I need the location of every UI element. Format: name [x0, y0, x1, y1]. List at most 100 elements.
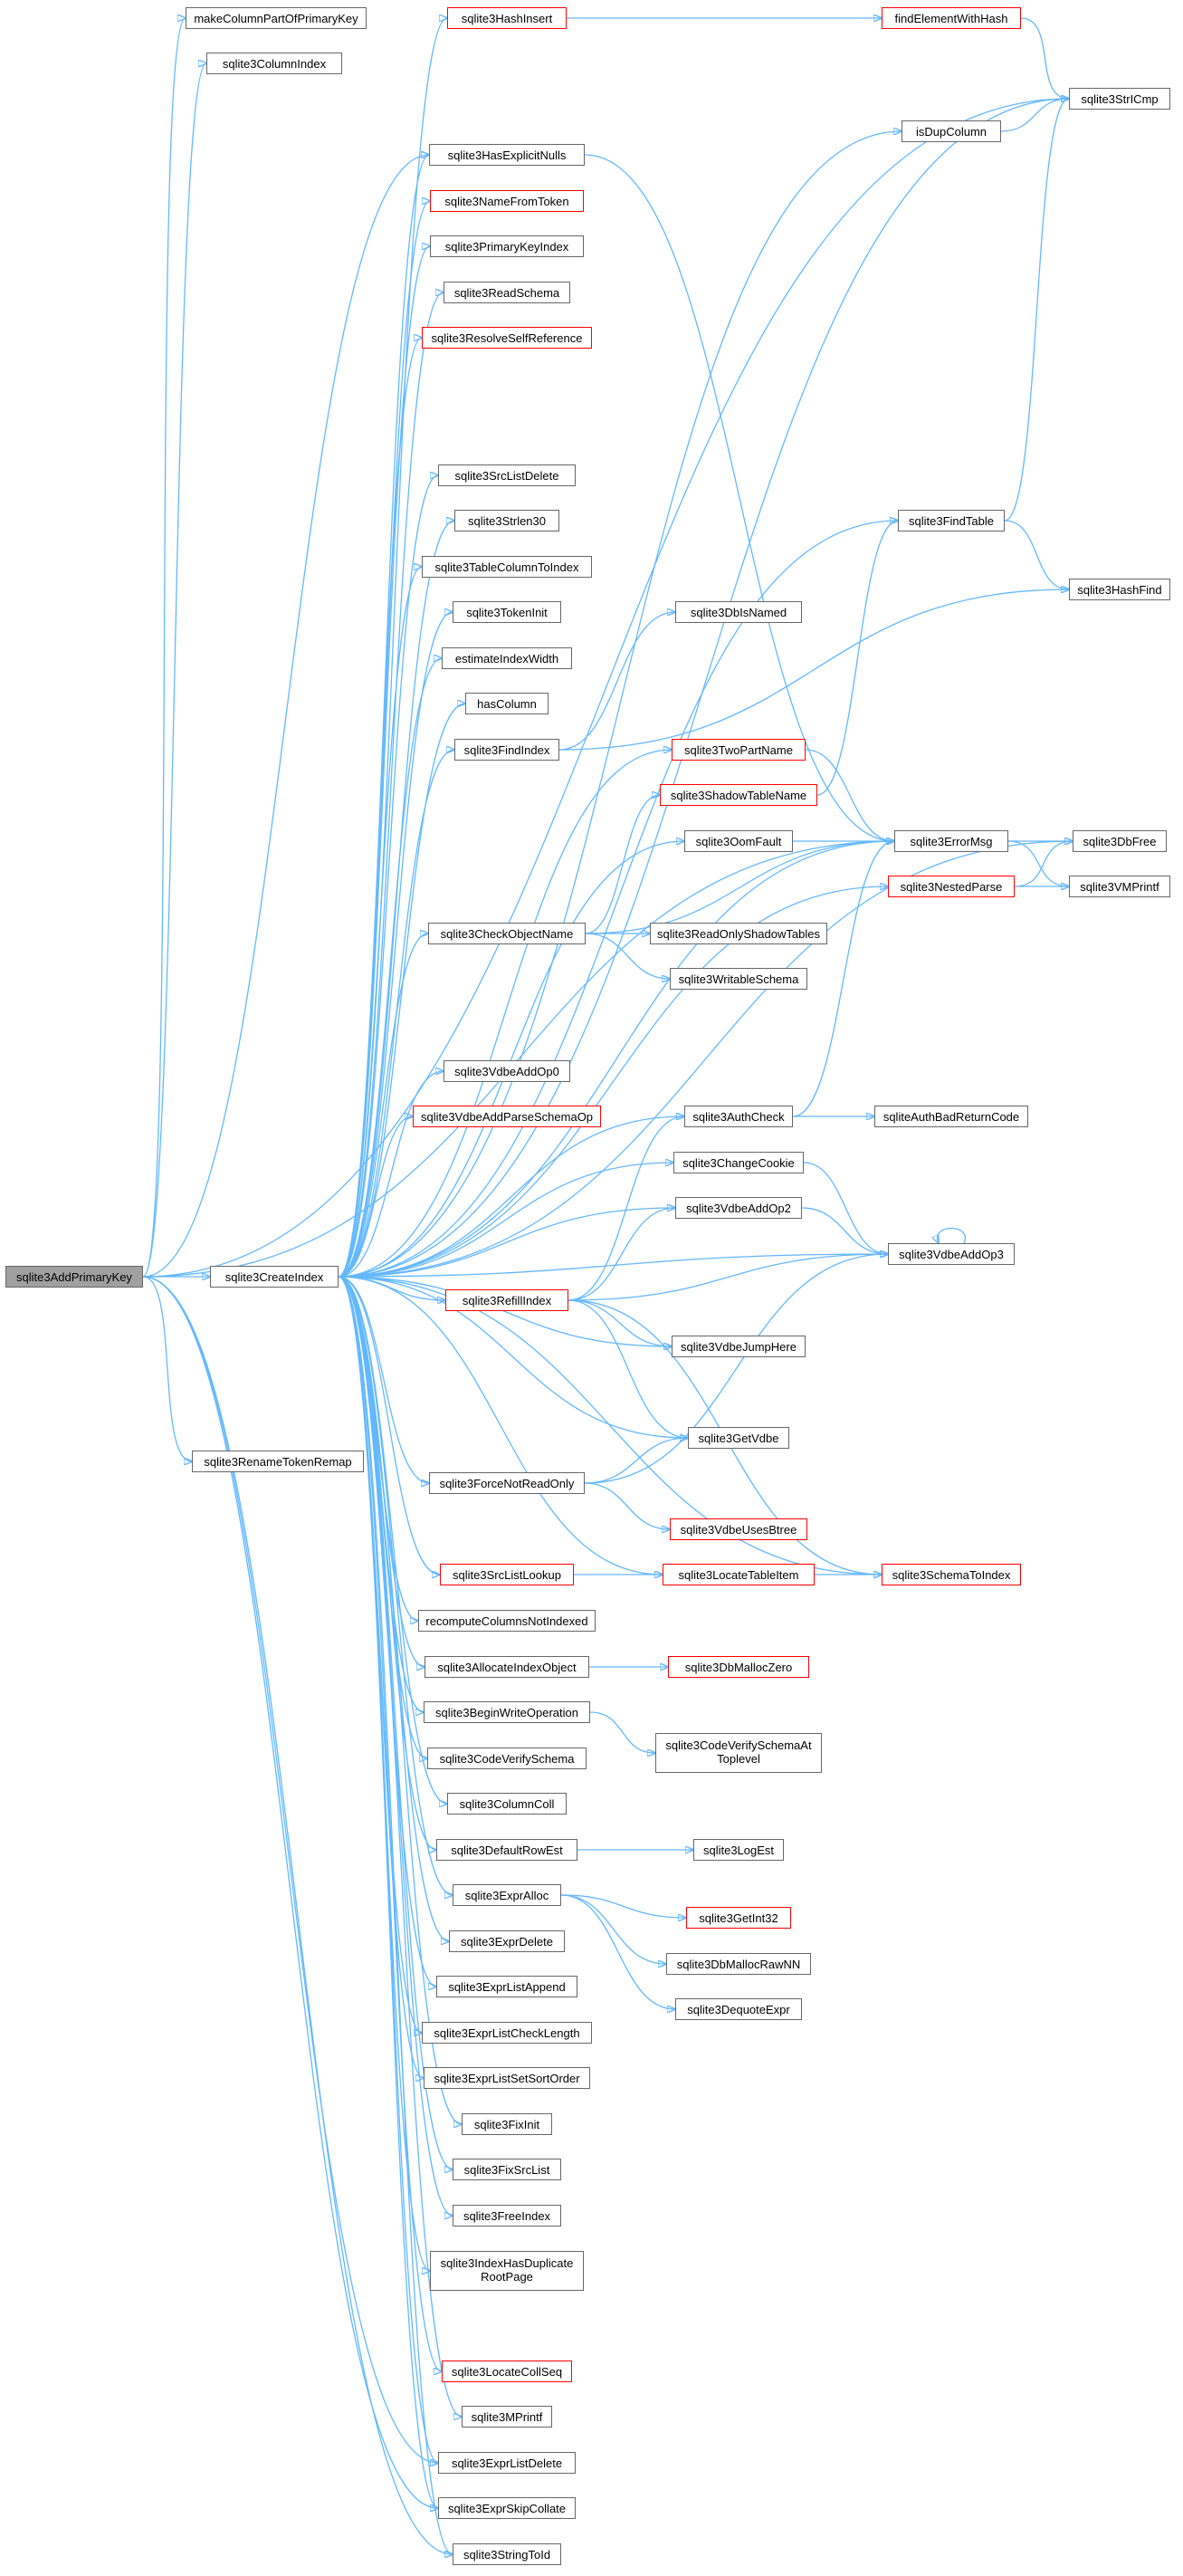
node-sqlite3FixSrcList[interactable]: sqlite3FixSrcList [453, 2159, 561, 2180]
node-sqlite3ExprDelete[interactable]: sqlite3ExprDelete [449, 1930, 565, 1952]
node-sqlite3RefillIndex[interactable]: sqlite3RefillIndex [445, 1289, 568, 1311]
call-edge [938, 1227, 967, 1244]
node-sqlite3CheckObjectName[interactable]: sqlite3CheckObjectName [428, 923, 586, 944]
node-sqlite3HasExplicitNulls[interactable]: sqlite3HasExplicitNulls [429, 144, 585, 166]
node-sqlite3DequoteExpr[interactable]: sqlite3DequoteExpr [675, 1998, 802, 2020]
node-sqlite3TokenInit[interactable]: sqlite3TokenInit [453, 601, 561, 623]
node-sqlite3ExprSkipCollate[interactable]: sqlite3ExprSkipCollate [438, 2497, 576, 2519]
call-edge [1020, 17, 1069, 99]
node-sqlite3IndexHasDuplicateRootPage[interactable]: sqlite3IndexHasDuplicate RootPage [430, 2251, 584, 2291]
node-sqlite3DbIsNamed[interactable]: sqlite3DbIsNamed [675, 601, 802, 623]
node-sqlite3ExprListDelete[interactable]: sqlite3ExprListDelete [438, 2452, 576, 2474]
node-sqlite3StringToId[interactable]: sqlite3StringToId [453, 2543, 561, 2565]
node-sqlite3CodeVerifySchemaAtToplevel[interactable]: sqlite3CodeVerifySchemaAt Toplevel [655, 1733, 822, 1773]
call-edge [568, 1116, 684, 1301]
node-sqlite3TwoPartName[interactable]: sqlite3TwoPartName [672, 739, 806, 761]
call-edge [560, 1894, 675, 2009]
call-edge [338, 841, 684, 1278]
call-edge [560, 1894, 686, 1918]
node-isDupColumn[interactable]: isDupColumn [902, 120, 1001, 142]
node-sqlite3CodeVerifySchema[interactable]: sqlite3CodeVerifySchema [427, 1748, 587, 1769]
node-recomputeColumnsNotIndexed[interactable]: recomputeColumnsNotIndexed [418, 1610, 596, 1632]
node-sqlite3HashFind[interactable]: sqlite3HashFind [1069, 579, 1170, 600]
node-sqlite3ShadowTableName[interactable]: sqlite3ShadowTableName [660, 784, 817, 806]
node-sqlite3ResolveSelfReference[interactable]: sqlite3ResolveSelfReference [422, 327, 592, 349]
node-sqlite3ErrorMsg[interactable]: sqlite3ErrorMsg [894, 830, 1008, 852]
node-sqlite3LogEst[interactable]: sqlite3LogEst [693, 1839, 784, 1861]
node-sqlite3SchemaToIndex[interactable]: sqlite3SchemaToIndex [882, 1564, 1021, 1585]
node-sqlite3SrcListDelete[interactable]: sqlite3SrcListDelete [438, 464, 576, 486]
node-sqlite3RenameTokenRemap[interactable]: sqlite3RenameTokenRemap [192, 1451, 364, 1472]
node-sqlite3FindTable[interactable]: sqlite3FindTable [898, 510, 1005, 531]
node-sqlite3ColumnColl[interactable]: sqlite3ColumnColl [447, 1793, 567, 1815]
node-sqlite3ForceNotReadOnly[interactable]: sqlite3ForceNotReadOnly [429, 1472, 585, 1494]
node-sqlite3ChangeCookie[interactable]: sqlite3ChangeCookie [673, 1152, 804, 1173]
call-edge [338, 1276, 672, 1346]
call-edge [803, 1162, 888, 1254]
node-sqlite3DbFree[interactable]: sqlite3DbFree [1073, 830, 1167, 852]
call-edge [585, 933, 670, 979]
node-sqlite3GetInt32[interactable]: sqlite3GetInt32 [686, 1907, 791, 1929]
node-sqlite3Strlen30[interactable]: sqlite3Strlen30 [454, 510, 559, 531]
node-label-line: sqlite3CodeVerifySchemaAt [665, 1738, 812, 1752]
node-sqlite3DbMallocRawNN[interactable]: sqlite3DbMallocRawNN [666, 1953, 811, 1975]
node-sqlite3VdbeJumpHere[interactable]: sqlite3VdbeJumpHere [672, 1336, 806, 1357]
call-edge [568, 1208, 675, 1301]
call-edge [338, 704, 465, 1278]
node-sqlite3VdbeAddOp2[interactable]: sqlite3VdbeAddOp2 [675, 1197, 802, 1219]
node-sqlite3ColumnIndex[interactable]: sqlite3ColumnIndex [206, 53, 342, 74]
node-sqlite3SrcListLookup[interactable]: sqlite3SrcListLookup [440, 1564, 574, 1585]
call-edge [338, 292, 444, 1278]
call-edge [142, 18, 186, 1278]
node-sqlite3OomFault[interactable]: sqlite3OomFault [684, 830, 793, 852]
node-sqlite3ReadOnlyShadowTables[interactable]: sqlite3ReadOnlyShadowTables [650, 923, 827, 944]
node-sqlite3ExprListSetSortOrder[interactable]: sqlite3ExprListSetSortOrder [424, 2067, 590, 2089]
node-sqlite3ExprAlloc[interactable]: sqlite3ExprAlloc [453, 1884, 561, 1906]
node-makeColumnPartOfPrimaryKey[interactable]: makeColumnPartOfPrimaryKey [186, 7, 367, 29]
node-sqlite3NestedParse[interactable]: sqlite3NestedParse [888, 876, 1015, 897]
call-edge [560, 1894, 666, 1964]
node-sqlite3ReadSchema[interactable]: sqlite3ReadSchema [444, 282, 570, 303]
node-sqlite3GetVdbe[interactable]: sqlite3GetVdbe [688, 1427, 789, 1449]
node-sqlite3AllocateIndexObject[interactable]: sqlite3AllocateIndexObject [425, 1656, 589, 1678]
node-sqlite3VdbeUsesBtree[interactable]: sqlite3VdbeUsesBtree [670, 1518, 807, 1540]
node-sqlite3DefaultRowEst[interactable]: sqlite3DefaultRowEst [436, 1839, 577, 1861]
node-sqlite3AuthCheck[interactable]: sqlite3AuthCheck [684, 1106, 793, 1127]
node-sqlite3VdbeAddOp0[interactable]: sqlite3VdbeAddOp0 [444, 1060, 570, 1082]
node-sqlite3HashInsert[interactable]: sqlite3HashInsert [447, 7, 567, 29]
node-sqlite3FindIndex[interactable]: sqlite3FindIndex [454, 739, 559, 761]
node-sqlite3PrimaryKeyIndex[interactable]: sqlite3PrimaryKeyIndex [430, 235, 584, 257]
node-sqlite3TableColumnToIndex[interactable]: sqlite3TableColumnToIndex [422, 556, 592, 578]
call-edge [338, 934, 428, 1278]
node-sqlite3VMPrintf[interactable]: sqlite3VMPrintf [1069, 876, 1170, 897]
node-sqliteAuthBadReturnCode[interactable]: sqliteAuthBadReturnCode [874, 1106, 1028, 1127]
call-edge [338, 1254, 888, 1278]
call-edge [816, 521, 898, 796]
node-sqlite3CreateIndex[interactable]: sqlite3CreateIndex [210, 1266, 339, 1288]
node-sqlite3NameFromToken[interactable]: sqlite3NameFromToken [430, 190, 584, 212]
node-findElementWithHash[interactable]: findElementWithHash [882, 7, 1021, 29]
node-hasColumn[interactable]: hasColumn [465, 693, 549, 714]
node-sqlite3WritableSchema[interactable]: sqlite3WritableSchema [670, 968, 807, 990]
node-sqlite3ExprListCheckLength[interactable]: sqlite3ExprListCheckLength [422, 2022, 592, 2044]
node-sqlite3DbMallocZero[interactable]: sqlite3DbMallocZero [668, 1656, 809, 1678]
node-sqlite3LocateCollSeq[interactable]: sqlite3LocateCollSeq [442, 2361, 572, 2382]
node-sqlite3FixInit[interactable]: sqlite3FixInit [462, 2113, 552, 2135]
node-sqlite3ExprListAppend[interactable]: sqlite3ExprListAppend [436, 1976, 577, 1997]
call-edge [142, 99, 1069, 1278]
call-edge [338, 475, 438, 1278]
node-sqlite3VdbeAddParseSchemaOp[interactable]: sqlite3VdbeAddParseSchemaOp [413, 1106, 601, 1127]
node-sqlite3VdbeAddOp3[interactable]: sqlite3VdbeAddOp3 [888, 1243, 1015, 1265]
node-sqlite3StrICmp[interactable]: sqlite3StrICmp [1069, 88, 1170, 110]
call-edge [142, 1276, 192, 1461]
node-sqlite3BeginWriteOperation[interactable]: sqlite3BeginWriteOperation [424, 1701, 590, 1723]
call-edge [338, 750, 672, 1278]
call-edge [142, 63, 206, 1278]
call-edge [1004, 99, 1069, 522]
node-sqlite3MPrintf[interactable]: sqlite3MPrintf [462, 2406, 552, 2428]
node-sqlite3LocateTableItem[interactable]: sqlite3LocateTableItem [663, 1564, 815, 1585]
node-estimateIndexWidth[interactable]: estimateIndexWidth [442, 647, 572, 669]
node-sqlite3FreeIndex[interactable]: sqlite3FreeIndex [453, 2205, 561, 2226]
